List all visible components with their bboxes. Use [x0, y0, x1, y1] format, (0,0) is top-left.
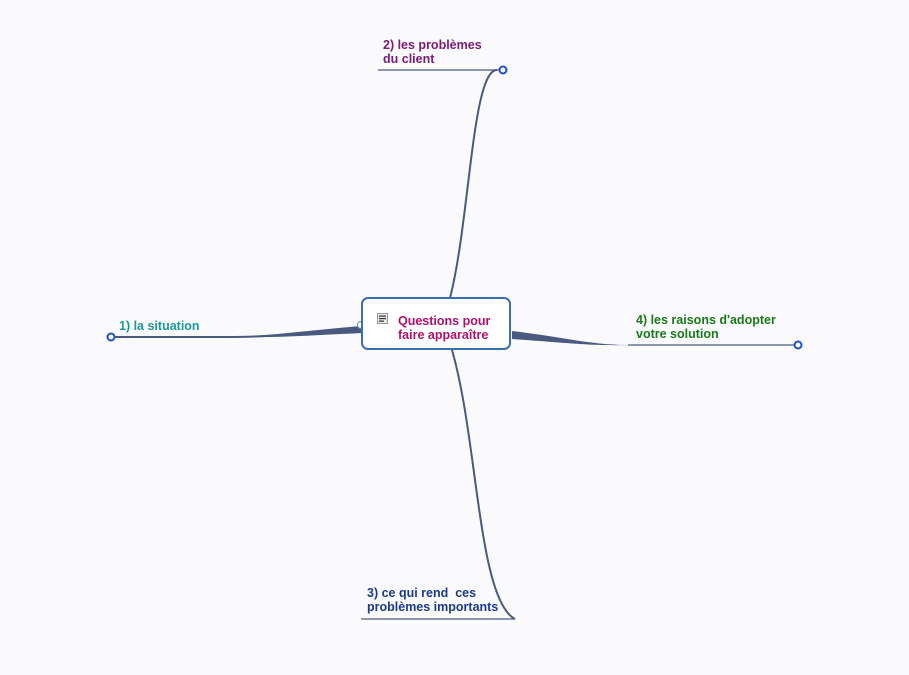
central-topic-line1: Questions pour	[398, 314, 491, 328]
central-topic-node[interactable]: Questions pour faire apparaître	[361, 297, 511, 350]
connector-importance	[451, 349, 516, 620]
central-topic-title: Questions pour faire apparaître	[398, 314, 490, 342]
branch-label-problems[interactable]: 2) les problèmes du client	[383, 38, 482, 66]
branch-label-reasons-line2: votre solution	[636, 327, 719, 341]
central-topic-line2: faire apparaître	[398, 328, 489, 342]
branch-label-reasons-line1: 4) les raisons d'adopter	[636, 313, 776, 327]
collapse-knob-reasons[interactable]	[793, 340, 803, 350]
collapse-knob-problems[interactable]	[498, 65, 508, 75]
branch-label-problems-line1: 2) les problèmes	[383, 38, 482, 52]
connector-situation-thick	[232, 326, 362, 338]
connector-problems	[449, 69, 498, 299]
branch-label-problems-line2: du client	[383, 52, 435, 66]
connector-reasons-thick	[512, 331, 630, 346]
branch-label-importance-line1: 3) ce qui rend ces	[367, 586, 477, 600]
collapse-knob-situation[interactable]	[106, 332, 116, 342]
branch-label-situation[interactable]: 1) la situation	[119, 319, 200, 333]
branch-label-importance[interactable]: 3) ce qui rend ces problèmes importants	[367, 586, 498, 614]
branch-label-importance-line2: problèmes importants	[367, 600, 499, 614]
branch-label-situation-line1: 1) la situation	[119, 319, 200, 333]
note-icon[interactable]	[377, 313, 388, 324]
branch-label-reasons[interactable]: 4) les raisons d'adopter votre solution	[636, 313, 776, 341]
